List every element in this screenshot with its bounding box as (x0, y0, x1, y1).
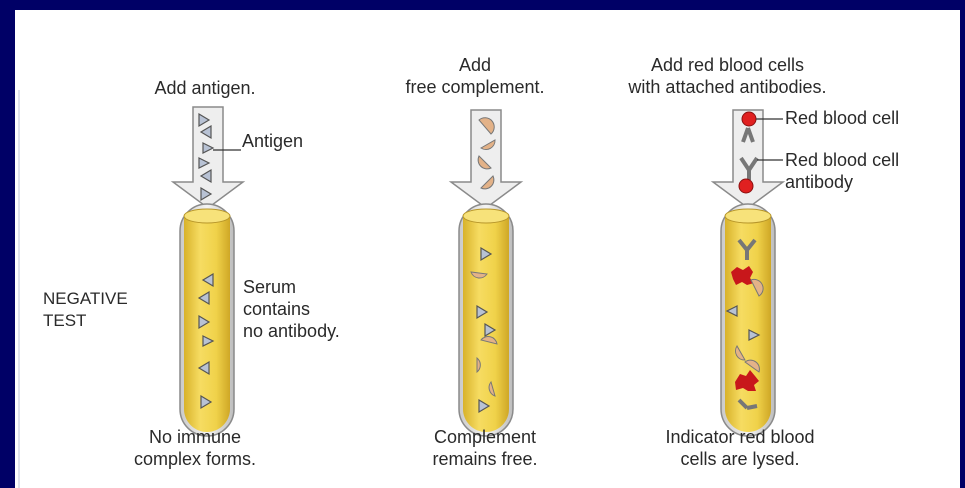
result-1-line-1: No immune (115, 426, 275, 448)
result-3-line-1: Indicator red blood (625, 426, 855, 448)
instruction-2: Add free complement. (375, 54, 575, 98)
result-2: Complement remains free. (395, 426, 575, 470)
side-text-line-1: Serum (243, 276, 340, 298)
negative-test-label: NEGATIVE TEST (43, 288, 128, 332)
instruction-1: Add antigen. (125, 77, 285, 99)
instruction-3: Add red blood cells with attached antibo… (595, 54, 860, 98)
rbc-antibody-label-line-2: antibody (785, 171, 899, 193)
result-2-line-1: Complement (395, 426, 575, 448)
side-text-serum: Serum contains no antibody. (243, 276, 340, 342)
negative-test-line-2: TEST (43, 310, 128, 332)
rbc-antibody-label: Red blood cell antibody (785, 149, 899, 193)
side-text-line-2: contains (243, 298, 340, 320)
test-tube-3 (721, 204, 775, 436)
rbc-antibody-label-line-1: Red blood cell (785, 149, 899, 171)
result-3: Indicator red blood cells are lysed. (625, 426, 855, 470)
antigen-label: Antigen (242, 130, 303, 152)
result-2-line-2: remains free. (395, 448, 575, 470)
side-text-line-3: no antibody. (243, 320, 340, 342)
instruction-3-line-2: with attached antibodies. (595, 76, 860, 98)
result-3-line-2: cells are lysed. (625, 448, 855, 470)
instruction-2-line-2: free complement. (375, 76, 575, 98)
red-blood-cell-label: Red blood cell (785, 107, 899, 129)
test-tube-2 (459, 204, 513, 436)
instruction-2-line-1: Add (375, 54, 575, 76)
instruction-1-line-1: Add antigen. (125, 77, 285, 99)
result-1-line-2: complex forms. (115, 448, 275, 470)
result-1: No immune complex forms. (115, 426, 275, 470)
diagram-panel: Add antigen. Antigen Serum contains no a… (15, 10, 960, 488)
negative-test-line-1: NEGATIVE (43, 288, 128, 310)
instruction-3-line-1: Add red blood cells (595, 54, 860, 76)
